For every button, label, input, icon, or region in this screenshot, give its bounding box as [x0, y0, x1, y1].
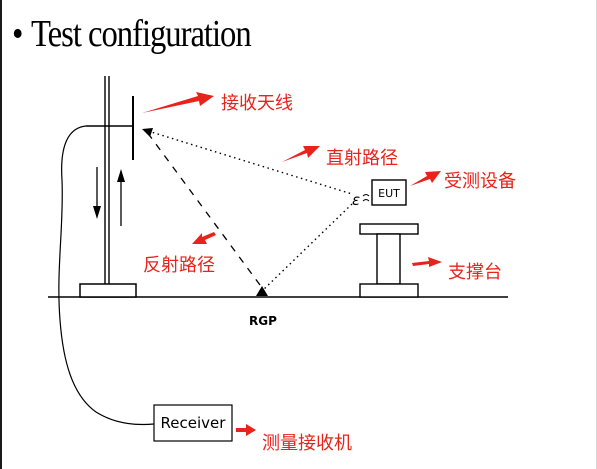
receiver-box: [153, 404, 233, 442]
direct-path-label: 直射路径: [326, 148, 398, 169]
receiver-label: Receiver: [161, 414, 227, 432]
support-table-label: 支撑台: [448, 262, 502, 283]
eut-box: [371, 179, 407, 206]
measurement-receiver-arrow-icon: [236, 424, 256, 436]
support-table-callout: 支撑台: [412, 257, 502, 283]
field-probe-wave-icon: [362, 194, 370, 202]
antenna-cable: [58, 125, 155, 426]
eut-label: EUT: [378, 187, 400, 200]
eut-device-callout: 受测设备: [410, 171, 516, 192]
raise-antenna-arrow-icon: [117, 169, 125, 226]
receive-antenna-callout: 接收天线: [142, 92, 293, 114]
receive-antenna-arrow-icon: [142, 92, 214, 113]
reflected-path-callout: 反射路径: [143, 232, 216, 276]
direct-path-callout: 直射路径: [282, 146, 398, 169]
reflected-path-label: 反射路径: [143, 255, 215, 276]
slide-left-border: [0, 0, 2, 469]
reflected-path-incident-line: [261, 203, 353, 292]
rgp-label: RGP: [249, 314, 277, 328]
lower-antenna-arrow-icon: [93, 167, 101, 219]
antenna-mast-base: [79, 283, 137, 298]
reflected-path-return-line: [149, 135, 261, 286]
direct-path-line: [147, 130, 353, 195]
support-table-top: [359, 223, 419, 235]
support-table-base: [359, 283, 419, 298]
title-text: Test configuration: [31, 13, 252, 55]
eut-device-label: 受测设备: [444, 171, 516, 192]
support-table-arrow-icon: [412, 257, 442, 267]
title-bullet: •: [12, 13, 23, 55]
measurement-receiver-callout: 测量接收机: [236, 424, 352, 454]
measurement-receiver-label: 测量接收机: [262, 433, 352, 454]
field-probe-symbol: ε: [352, 191, 360, 209]
reflected-path-arrow-icon: [192, 232, 216, 244]
slide-title: •Test configuration: [12, 12, 252, 56]
receive-antenna-label: 接收天线: [221, 93, 293, 114]
eut-device-arrow-icon: [410, 171, 441, 186]
support-table-post: [376, 233, 401, 285]
direct-path-callout-arrow-icon: [282, 146, 320, 162]
reflection-point-marker-icon: [256, 286, 268, 296]
direct-path-arrowhead-icon: [142, 128, 153, 137]
